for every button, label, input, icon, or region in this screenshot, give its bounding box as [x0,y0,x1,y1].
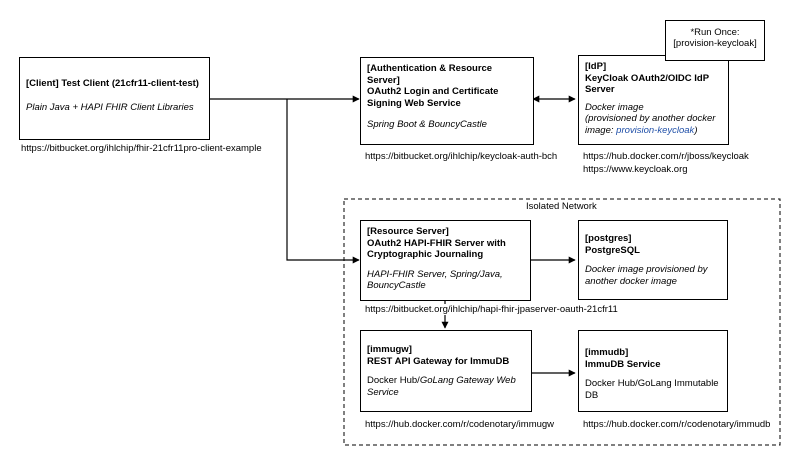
run-once-note: *Run Once: [provision-keycloak] [665,20,765,61]
run-once-line-1: *Run Once: [690,27,740,38]
immudb-title-1: [immudb] [585,347,629,358]
resource-server-title-3: Cryptographic Journaling [367,249,484,260]
resource-server-subtitle-1: HAPI-FHIR Server, Spring/Java, [367,268,503,280]
postgres-title-1: [postgres] [585,233,632,244]
isolated-network-label: Isolated Network [526,201,597,212]
auth-server-title-3: Signing Web Service [367,97,461,109]
idp-desc-prefix: image: [585,124,617,136]
postgres-box: [postgres] PostgreSQL Docker image provi… [578,220,728,300]
idp-desc-3: image: provision-keycloak) [585,125,722,137]
idp-desc-1: Docker image [585,101,644,113]
immugw-desc-1: Docker Hub/GoLang Gateway Web [367,375,525,387]
idp-title-3: Server [585,84,615,95]
immudb-desc-2: DB [585,389,599,401]
client-url[interactable]: https://bitbucket.org/ihlchip/fhir-21cfr… [21,143,262,154]
postgres-subtitle-1: Docker image provisioned by [585,264,708,275]
provision-keycloak-link[interactable]: provision-keycloak [616,124,695,136]
immugw-desc-prefix: Docker Hub/ [367,375,420,386]
immudb-desc-1: Docker Hub/GoLang Immutable [585,378,719,389]
immudb-title-2: ImmuDB Service [585,358,661,370]
idp-url-2[interactable]: https://www.keycloak.org [583,164,688,175]
idp-desc-suffix: ) [694,124,698,136]
client-title: [Client] Test Client (21cfr11-client-tes… [26,78,199,89]
resource-server-box: [Resource Server] OAuth2 HAPI-FHIR Serve… [360,220,531,301]
resource-server-subtitle-2: BouncyCastle [367,280,426,291]
immugw-title-1: [immugw] [367,344,412,355]
resource-server-url[interactable]: https://bitbucket.org/ihlchip/hapi-fhir-… [365,304,618,315]
client-to-resource-arrow [286,99,360,264]
immugw-url[interactable]: https://hub.docker.com/r/codenotary/immu… [365,419,555,430]
immugw-box: [immugw] REST API Gateway for ImmuDB Doc… [360,330,532,412]
postgres-title-2: PostgreSQL [585,244,640,256]
auth-server-url[interactable]: https://bitbucket.org/ihlchip/keycloak-a… [365,151,558,162]
auth-server-subtitle: Spring Boot & BouncyCastle [367,119,487,130]
immugw-desc-italic-1: GoLang Gateway Web [419,375,516,386]
immudb-box: [immudb] ImmuDB Service Docker Hub/GoLan… [578,330,728,412]
isolated-network-boundary [343,198,781,446]
immugw-title-2: REST API Gateway for ImmuDB [367,355,510,367]
idp-url-1[interactable]: https://hub.docker.com/r/jboss/keycloak [583,151,749,162]
idp-desc-2: (provisioned by another docker [585,113,716,124]
client-subtitle: Plain Java + HAPI FHIR Client Libraries [26,101,194,113]
resource-server-title-1: [Resource Server] [367,226,449,237]
resource-server-title-2: OAuth2 HAPI-FHIR Server with [367,237,506,249]
postgres-subtitle-2: another docker image [585,275,677,287]
immugw-desc-italic-2: Service [367,386,399,398]
idp-box: [IdP] KeyCloak OAuth2/OIDC IdP Server Do… [578,55,729,145]
auth-server-box: [Authentication & Resource Server] OAuth… [360,57,534,145]
client-box: [Client] Test Client (21cfr11-client-tes… [19,57,210,140]
auth-server-title-2: OAuth2 Login and Certificate [367,86,499,97]
idp-title-1: [IdP] [585,61,607,72]
immudb-url[interactable]: https://hub.docker.com/r/codenotary/immu… [583,419,771,430]
idp-title-2: KeyCloak OAuth2/OIDC IdP [585,72,710,84]
auth-server-title-1: [Authentication & Resource Server] [367,63,493,86]
run-once-line-2: [provision-keycloak] [673,38,757,49]
